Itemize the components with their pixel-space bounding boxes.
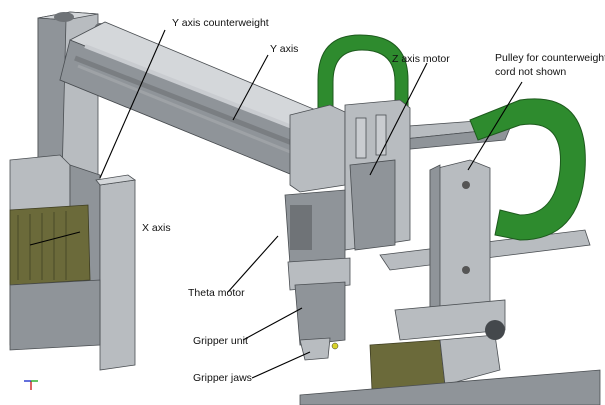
callout-labels: Y axis counterweight Y axis Z axis motor… [142, 17, 605, 384]
y-axis-beam [59, 21, 336, 179]
right-tower [394, 159, 506, 341]
label-y-axis-counterweight: Y axis counterweight [172, 17, 269, 29]
label-theta-motor: Theta motor [188, 287, 245, 299]
label-y-axis: Y axis [270, 43, 298, 55]
label-x-axis: X axis [142, 222, 171, 234]
label-pulley-line1: Pulley for counterweight [495, 52, 605, 64]
gripper-assembly [284, 189, 351, 361]
z-carriage [289, 99, 411, 251]
left-front-tower [9, 154, 137, 371]
label-pulley-line2: cord not shown [495, 66, 566, 78]
label-z-axis-motor: Z axis motor [392, 53, 450, 65]
front-base [299, 320, 601, 405]
label-gripper-unit: Gripper unit [193, 335, 248, 347]
leader-lines [29, 29, 523, 379]
axis-triad-icon [24, 380, 38, 390]
label-gripper-jaws: Gripper jaws [193, 372, 252, 384]
